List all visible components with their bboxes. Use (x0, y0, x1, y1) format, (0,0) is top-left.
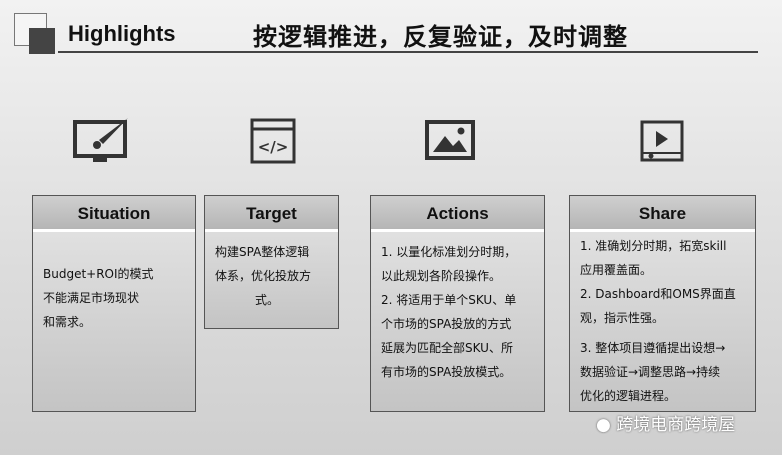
card-line: 有市场的SPA投放模式。 (381, 365, 512, 379)
card-title: Share (570, 196, 755, 232)
card-line: 2. Dashboard和OMS界面直 (580, 287, 736, 301)
card-line: 观，指示性强。 (580, 311, 665, 325)
svg-text:</>: </> (258, 138, 289, 156)
card-body: 1. 以量化标准划分时期， 以此规划各阶段操作。 2. 将适用于单个SKU、单 … (371, 232, 544, 392)
title-divider (58, 51, 758, 53)
card-line: 1. 以量化标准划分时期， (381, 245, 517, 259)
logo-square-dark (29, 28, 55, 54)
wechat-icon: ● (596, 415, 611, 435)
card-body: Budget+ROI的模式 不能满足市场现状 和需求。 (33, 232, 195, 342)
card-line: 3. 整体项目遵循提出设想→ (580, 341, 726, 355)
card-line: Budget+ROI的模式 (43, 267, 154, 281)
card-line: 个市场的SPA投放的方式 (381, 317, 512, 331)
card-title: Actions (371, 196, 544, 232)
card-line: 和需求。 (43, 315, 92, 329)
card-title: Target (205, 196, 338, 232)
code-window-icon: </> (250, 118, 296, 164)
card-line: 1. 准确划分时期，拓宽skill (580, 239, 727, 253)
card-situation: Situation Budget+ROI的模式 不能满足市场现状 和需求。 (32, 195, 196, 412)
card-line: 式。 (255, 293, 280, 307)
card-body: 构建SPA整体逻辑 体系，优化投放方 式。 (205, 232, 338, 320)
card-line: 体系，优化投放方 (215, 269, 312, 283)
card-line: 2. 将适用于单个SKU、单 (381, 293, 517, 307)
card-line: 应用覆盖面。 (580, 263, 653, 277)
card-target: Target 构建SPA整体逻辑 体系，优化投放方 式。 (204, 195, 339, 329)
card-title: Situation (33, 196, 195, 232)
card-line: 优化的逻辑进程。 (580, 389, 677, 403)
card-share: Share 1. 准确划分时期，拓宽skill 应用覆盖面。 2. Dashbo… (569, 195, 756, 412)
brush-monitor-icon (73, 118, 128, 162)
card-actions: Actions 1. 以量化标准划分时期， 以此规划各阶段操作。 2. 将适用于… (370, 195, 545, 412)
card-body: 1. 准确划分时期，拓宽skill 应用覆盖面。 2. Dashboard和OM… (570, 232, 755, 416)
image-icon (425, 120, 475, 160)
video-player-icon (640, 120, 684, 162)
card-line: 以此规划各阶段操作。 (381, 269, 502, 283)
page-subtitle: 按逻辑推进，反复验证，及时调整 (253, 23, 628, 51)
card-line: 延展为匹配全部SKU、所 (381, 341, 513, 355)
page-title: Highlights (68, 21, 176, 46)
card-line: 构建SPA整体逻辑 (215, 245, 310, 259)
card-line: 不能满足市场现状 (43, 291, 140, 305)
card-line: 数据验证→调整思路→持续 (580, 365, 721, 379)
watermark: ● 跨境电商跨境屋 (596, 410, 735, 435)
watermark-text: 跨境电商跨境屋 (616, 415, 736, 435)
